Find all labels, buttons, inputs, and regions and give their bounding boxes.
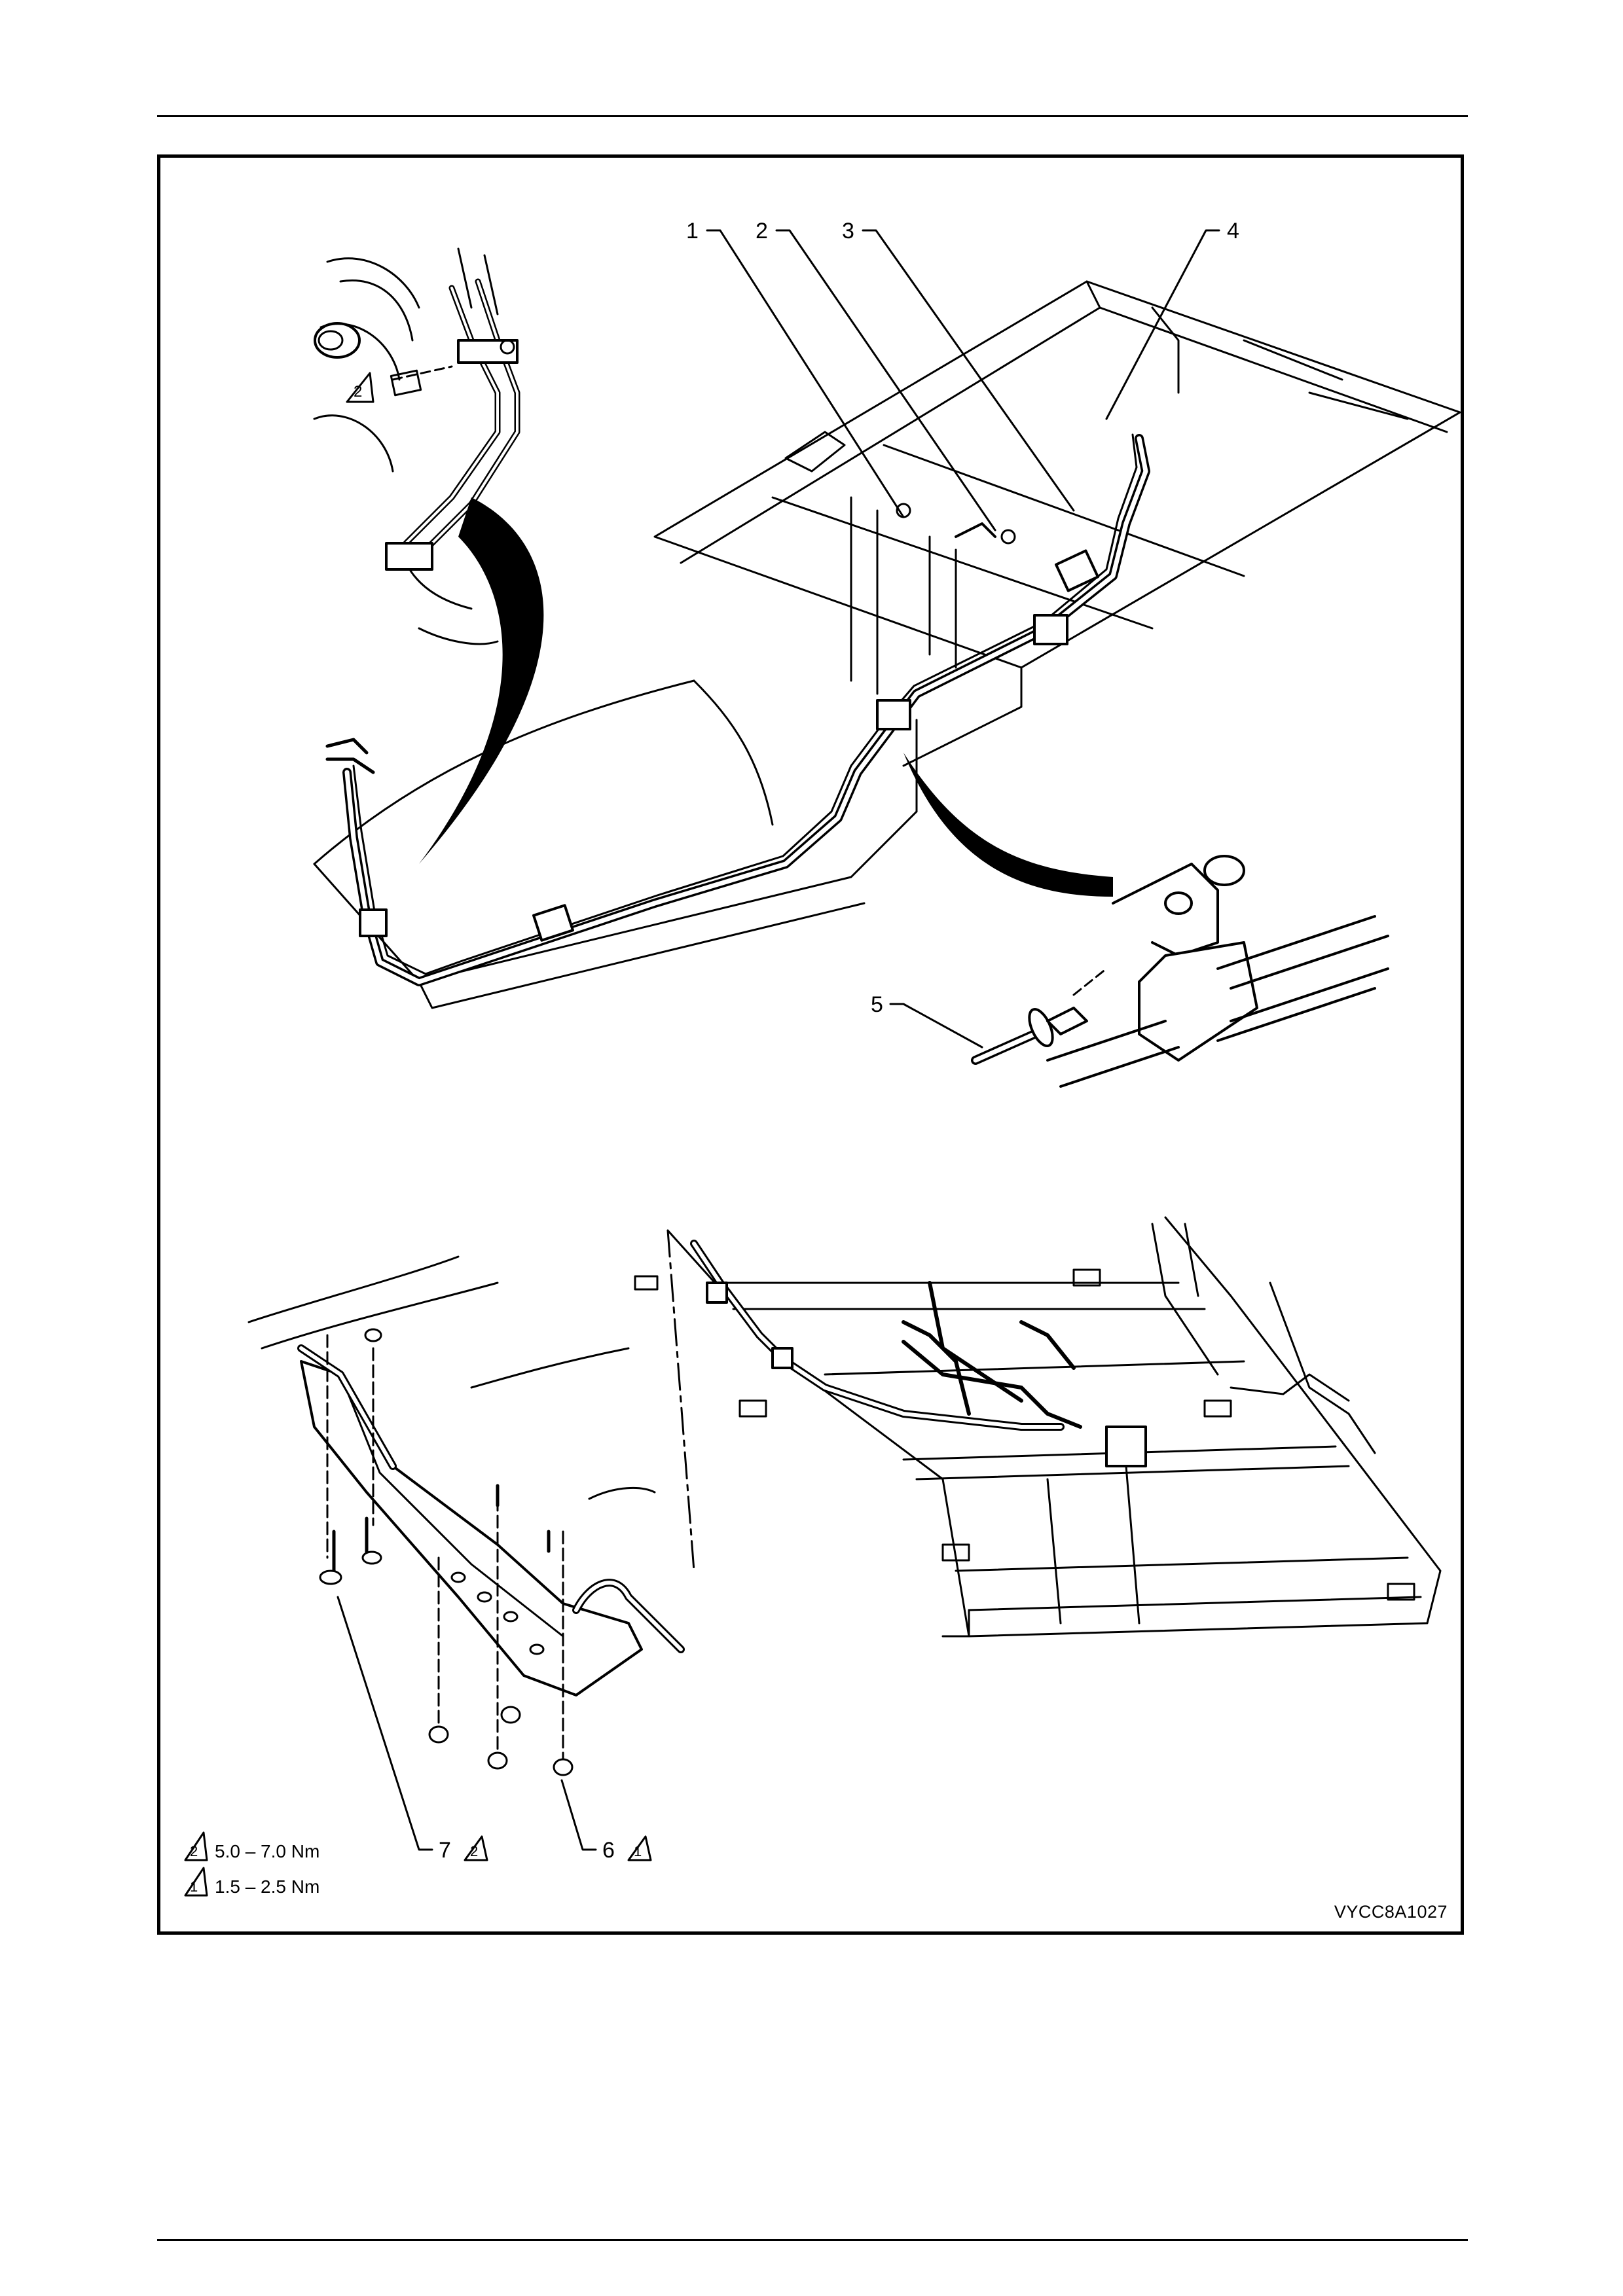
legend-symbol-2: 1 — [190, 1878, 198, 1895]
callout-leader-6 — [562, 1780, 596, 1850]
callout-7-spec: 2 — [470, 1843, 478, 1859]
callout-leader-7 — [338, 1597, 432, 1850]
tube-shield-exploded-view — [249, 1230, 694, 1775]
detail-torque-symbol: 2 — [354, 383, 362, 401]
callout-5: 5 — [871, 992, 883, 1017]
callout-7: 7 — [439, 1838, 451, 1863]
detail-pointer-arrow — [419, 497, 543, 864]
callout-6: 6 — [602, 1838, 615, 1863]
footer-rule — [157, 2239, 1468, 2241]
callout-leader-5 — [890, 1004, 982, 1047]
callout-2: 2 — [756, 219, 768, 243]
clip-detail — [976, 856, 1388, 1086]
callout-1: 1 — [686, 219, 699, 243]
clip-detail-arrow — [903, 753, 1113, 897]
callout-6-spec: 1 — [634, 1843, 642, 1859]
callout-4: 4 — [1227, 219, 1239, 243]
callout-3: 3 — [842, 219, 854, 243]
legend-text-1: 5.0 – 7.0 Nm — [215, 1841, 319, 1861]
underbody-frame-view — [635, 1217, 1440, 1636]
legend-symbol-1: 2 — [190, 1843, 198, 1859]
figure-code: VYCC8A1027 — [1334, 1902, 1448, 1922]
legend-text-2: 1.5 – 2.5 Nm — [215, 1876, 319, 1897]
upper-detail-bracket — [314, 249, 517, 644]
